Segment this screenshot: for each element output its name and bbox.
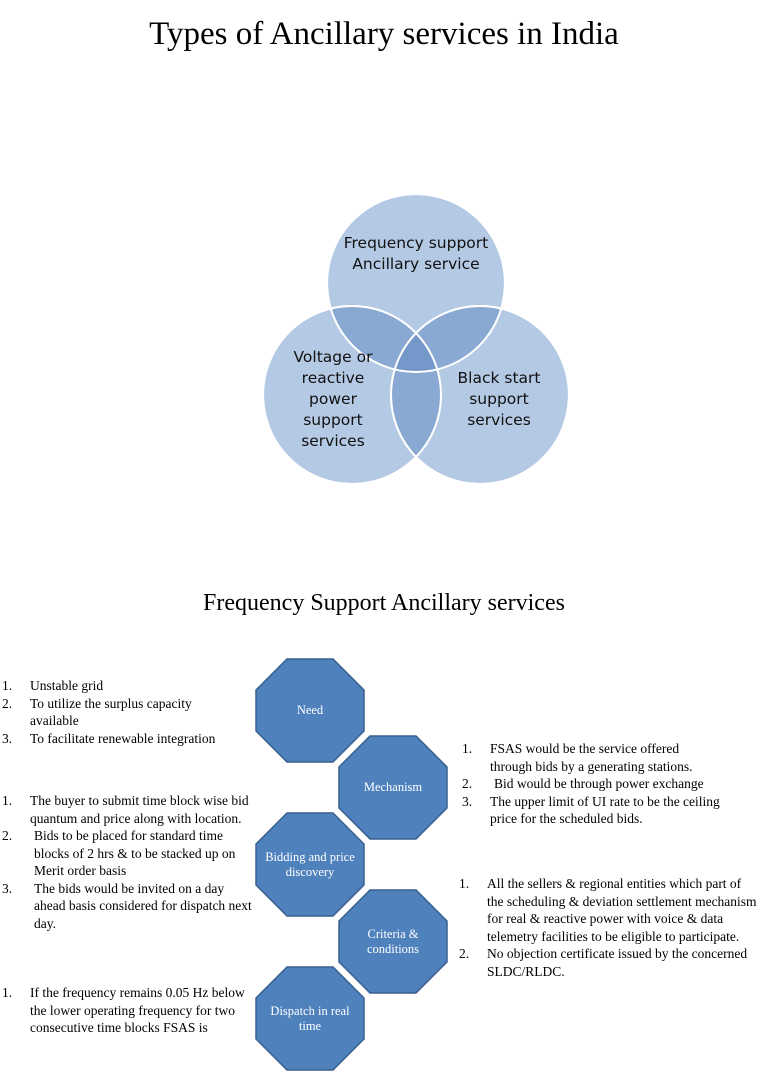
list-item-text: No objection certificate issued by the c… — [487, 946, 748, 979]
list-item: 3. The bids would be invited on a day ahe… — [2, 880, 258, 933]
step-dispatch-label: Dispatch in real time — [270, 1003, 350, 1033]
venn-overlap-top-left — [327, 306, 441, 372]
step-criteria-label: Criteria & conditions — [366, 926, 420, 956]
list-item-number: 1. — [459, 876, 470, 891]
step-need: Need — [255, 658, 365, 763]
list-item-number: 3. — [2, 730, 13, 746]
venn-outline-right — [390, 305, 570, 485]
venn-label-voltage: Voltage or reactive power support servic… — [293, 348, 373, 450]
step-dispatch: Dispatch in real time — [255, 966, 365, 1071]
list-item-text: The buyer to submit time block wise bid … — [30, 793, 249, 826]
step-mechanism-label: Mechanism — [363, 780, 423, 794]
list-item: 2. No objection certificate issued by the… — [459, 945, 759, 980]
step-need-label: Need — [296, 703, 324, 717]
list-item: 1. FSAS would be the service offered thro… — [462, 740, 724, 775]
list-item-number: 2. — [2, 828, 13, 843]
list-item-number: 2. — [459, 946, 470, 961]
list-item: 2. Bid would be through power exchange — [462, 775, 724, 793]
list-item-text: To utilize the surplus capacity availabl… — [30, 695, 192, 729]
list-item-number: 3. — [2, 880, 13, 896]
bidding-list: 1. The buyer to submit time block wise bi… — [2, 792, 258, 932]
list-item: 1. The buyer to submit time block wise bi… — [2, 792, 258, 827]
list-item-number: 1. — [2, 985, 13, 1000]
venn-overlap-top-right — [391, 306, 505, 372]
list-item-number: 2. — [2, 695, 13, 711]
criteria-list: 1. All the sellers & regional entities wh… — [459, 875, 759, 980]
list-item-number: 2. — [462, 776, 473, 791]
list-item: 2. To utilize the surplus capacity availa… — [2, 695, 242, 730]
slide-2-title: Frequency Support Ancillary services — [203, 590, 565, 616]
step-bidding: Bidding and price discovery — [255, 812, 365, 917]
list-item: 1. Unstable grid — [2, 677, 242, 695]
list-item-text: Bids to be placed for standard time bloc… — [34, 828, 236, 878]
list-item-text: The bids would be invited on a day ahead… — [34, 880, 252, 931]
list-item-text: All the sellers & regional entities whic… — [487, 876, 757, 944]
list-item-number: 1. — [462, 741, 473, 756]
list-item-number: 3. — [462, 793, 473, 809]
list-item: 3. The upper limit of UI rate to be the c… — [462, 793, 724, 828]
list-item: 3. To facilitate renewable integration — [2, 730, 242, 748]
step-bidding-label: Bidding and price discovery — [265, 849, 355, 879]
list-item-text: To facilitate renewable integration — [30, 730, 216, 746]
list-item: 2. Bids to be placed for standard time bl… — [2, 827, 258, 880]
list-item: 1. If the frequency remains 0.05 Hz below… — [2, 984, 262, 1037]
list-item: 1. All the sellers & regional entities wh… — [459, 875, 759, 945]
list-item-text: Unstable grid — [30, 678, 104, 693]
need-list: 1. Unstable grid 2. To utilize the surplus… — [2, 677, 242, 747]
venn-outline-left — [262, 305, 442, 485]
list-item-number: 1. — [2, 793, 13, 808]
venn-diagram — [262, 193, 570, 485]
mechanism-list: 1. FSAS would be the service offered thro… — [462, 740, 724, 828]
list-item-number: 1. — [2, 678, 13, 693]
step-mechanism: Mechanism — [338, 735, 448, 840]
venn-outline-top — [326, 193, 506, 373]
step-criteria: Criteria & conditions — [338, 889, 448, 994]
list-item-text: Bid would be through power exchange — [494, 776, 704, 791]
list-item-text: FSAS would be the service offered throug… — [490, 741, 693, 774]
dispatch-list: 1. If the frequency remains 0.05 Hz below… — [2, 984, 262, 1035]
venn-label-black-start: Black start support services — [457, 369, 541, 429]
venn-label-frequency: Frequency support Ancillary service — [343, 234, 489, 273]
slide-1-title: Types of Ancillary services in India — [149, 16, 619, 52]
list-item-text: The upper limit of UI rate to be the cei… — [490, 793, 720, 827]
list-item-text: If the frequency remains 0.05 Hz below t… — [30, 985, 245, 1035]
